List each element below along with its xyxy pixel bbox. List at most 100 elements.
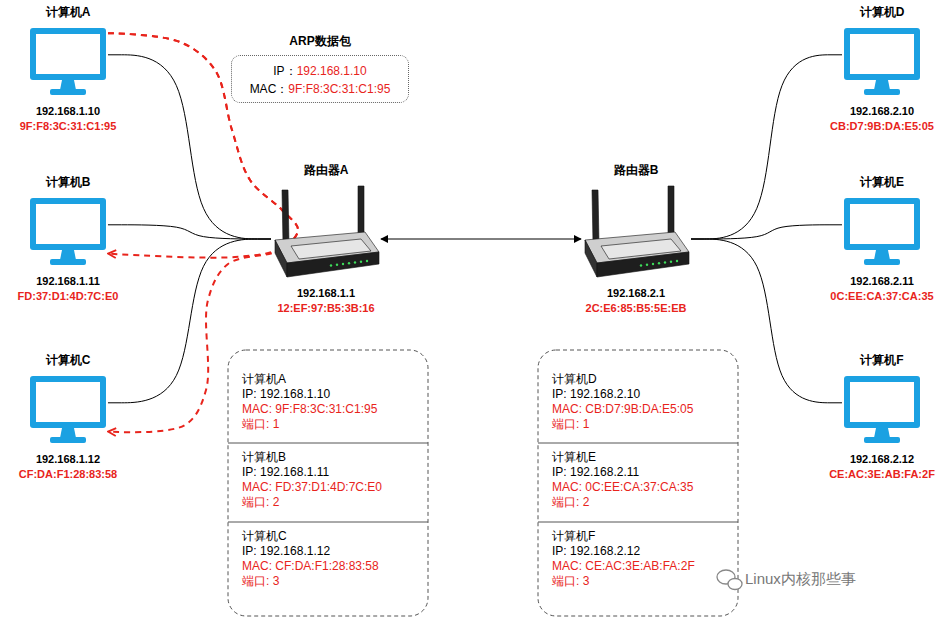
monitor-base xyxy=(50,89,86,95)
router-icon xyxy=(271,184,381,284)
field-line: MAC：9F:F8:3C:31:C1:95 xyxy=(250,79,391,97)
field-line: IP：192.168.1.10 xyxy=(250,61,391,79)
port-entry: 端口: 3 xyxy=(242,574,379,589)
table-divider xyxy=(228,522,428,523)
ip-address: 192.168.1.1 xyxy=(271,286,381,301)
table-divider xyxy=(228,443,428,444)
network-link xyxy=(691,55,842,239)
ip-entry: IP: 192.168.1.12 xyxy=(242,544,379,559)
router-led xyxy=(676,260,678,262)
mac-entry: MAC: CB:D7:9B:DA:E5:05 xyxy=(552,402,693,417)
monitor-neck xyxy=(60,428,76,438)
monitor-frame xyxy=(30,28,106,80)
router-led xyxy=(366,260,368,262)
ip-address: 192.168.2.1 xyxy=(581,286,691,301)
device-name: 计算机A xyxy=(20,4,117,20)
router-led xyxy=(664,261,666,263)
device-name: 计算机A xyxy=(242,372,377,387)
port-entry: 端口: 3 xyxy=(552,574,695,589)
ip-entry: IP: 192.168.2.12 xyxy=(552,544,695,559)
mac-address: CE:AC:3E:AB:FA:2F xyxy=(829,467,935,482)
table-row: 计算机DIP: 192.168.2.10MAC: CB:D7:9B:DA:E5:… xyxy=(552,372,693,432)
device-name: 计算机D xyxy=(830,4,934,20)
ip-address: 192.168.2.11 xyxy=(830,274,933,289)
mac-address: CB:D7:9B:DA:E5:05 xyxy=(830,119,934,134)
packet-box: ARP数据包IP：192.168.1.10MAC：9F:F8:3C:31:C1:… xyxy=(231,33,410,103)
device-name: 路由器A xyxy=(271,162,381,178)
monitor-neck xyxy=(874,80,890,90)
router-body xyxy=(592,190,599,244)
port-entry: 端口: 2 xyxy=(552,495,693,510)
router-body xyxy=(585,240,597,277)
router-led xyxy=(640,264,642,266)
mac-entry: MAC: CF:DA:F1:28:83:58 xyxy=(242,559,379,574)
computer-node: 计算机C192.168.1.12CF:DA:F1:28:83:58 xyxy=(19,352,117,482)
table-outline xyxy=(538,350,738,616)
monitor-frame xyxy=(844,198,920,250)
table-row: 计算机BIP: 192.168.1.11MAC: FD:37:D1:4D:7C:… xyxy=(242,450,382,510)
ip-entry: IP: 192.168.1.11 xyxy=(242,465,382,480)
device-name: 计算机F xyxy=(829,352,935,368)
router-body xyxy=(597,252,689,277)
mac-address: 9F:F8:3C:31:C1:95 xyxy=(20,119,117,134)
router-led xyxy=(646,264,648,266)
monitor-neck xyxy=(874,428,890,438)
computer-node: 计算机D 192.168.2.10CB:D7:9B:DA:E5:05 xyxy=(830,4,934,134)
wechat-icon xyxy=(728,579,742,590)
mac-address: 2C:E6:85:B5:5E:EB xyxy=(581,301,691,316)
monitor-base xyxy=(50,437,86,443)
computer-node: 计算机A192.168.1.109F:F8:3C:31:C1:95 xyxy=(20,4,117,134)
monitor-base xyxy=(864,259,900,265)
monitor-neck xyxy=(60,80,76,90)
device-name: 计算机F xyxy=(552,529,695,544)
monitor-frame xyxy=(30,198,106,250)
field-name: MAC： xyxy=(250,82,289,96)
computer-icon xyxy=(28,196,108,268)
mac-entry: MAC: FD:37:D1:4D:7C:E0 xyxy=(242,480,382,495)
monitor-base xyxy=(864,437,900,443)
computer-node: 计算机F192.168.2.12CE:AC:3E:AB:FA:2F xyxy=(829,352,935,482)
router-node: 路由器A192.168.1.112:EF:97:B5:3B:16 xyxy=(271,162,381,316)
network-link xyxy=(381,239,581,240)
router-led xyxy=(658,262,660,264)
device-name: 计算机C xyxy=(242,529,379,544)
router-body xyxy=(668,186,674,238)
mac-entry: MAC: 9F:F8:3C:31:C1:95 xyxy=(242,402,377,417)
device-name: 路由器B xyxy=(581,162,691,178)
ip-entry: IP: 192.168.1.10 xyxy=(242,387,377,402)
ip-entry: IP: 192.168.2.10 xyxy=(552,387,693,402)
device-name: 计算机E xyxy=(552,450,693,465)
port-entry: 端口: 2 xyxy=(242,495,382,510)
table-divider xyxy=(538,443,738,444)
router-led xyxy=(342,263,344,265)
router-body xyxy=(358,186,364,238)
ip-address: 192.168.2.10 xyxy=(830,104,934,119)
device-name: 计算机C xyxy=(19,352,117,368)
computer-icon xyxy=(842,26,922,98)
computer-icon xyxy=(842,374,922,446)
router-led xyxy=(354,261,356,263)
computer-node: 计算机E192.168.2.110C:EE:CA:37:CA:35 xyxy=(830,174,933,304)
device-name: 计算机B xyxy=(242,450,382,465)
network-link xyxy=(691,225,842,239)
computer-icon xyxy=(842,196,922,268)
router-led xyxy=(330,264,332,266)
router-body xyxy=(282,190,289,244)
network-link xyxy=(691,239,842,403)
field-name: IP： xyxy=(273,64,296,78)
router-led xyxy=(348,262,350,264)
ip-address: 192.168.1.11 xyxy=(18,274,119,289)
field-value: 192.168.1.10 xyxy=(297,64,367,78)
router-node: 路由器B 192.168.2.12C:E6:85:B5:5E:EB xyxy=(581,162,691,316)
port-entry: 端口: 1 xyxy=(242,417,377,432)
field-value: 9F:F8:3C:31:C1:95 xyxy=(288,82,390,96)
mac-entry: MAC: CE:AC:3E:AB:FA:2F xyxy=(552,559,695,574)
mac-address: 0C:EE:CA:37:CA:35 xyxy=(830,289,933,304)
device-name: 计算机B xyxy=(18,174,119,190)
router-led xyxy=(652,263,654,265)
monitor-frame xyxy=(844,28,920,80)
computer-icon xyxy=(28,26,108,98)
table-row: 计算机EIP: 192.168.2.11MAC: 0C:EE:CA:37:CA:… xyxy=(552,450,693,510)
